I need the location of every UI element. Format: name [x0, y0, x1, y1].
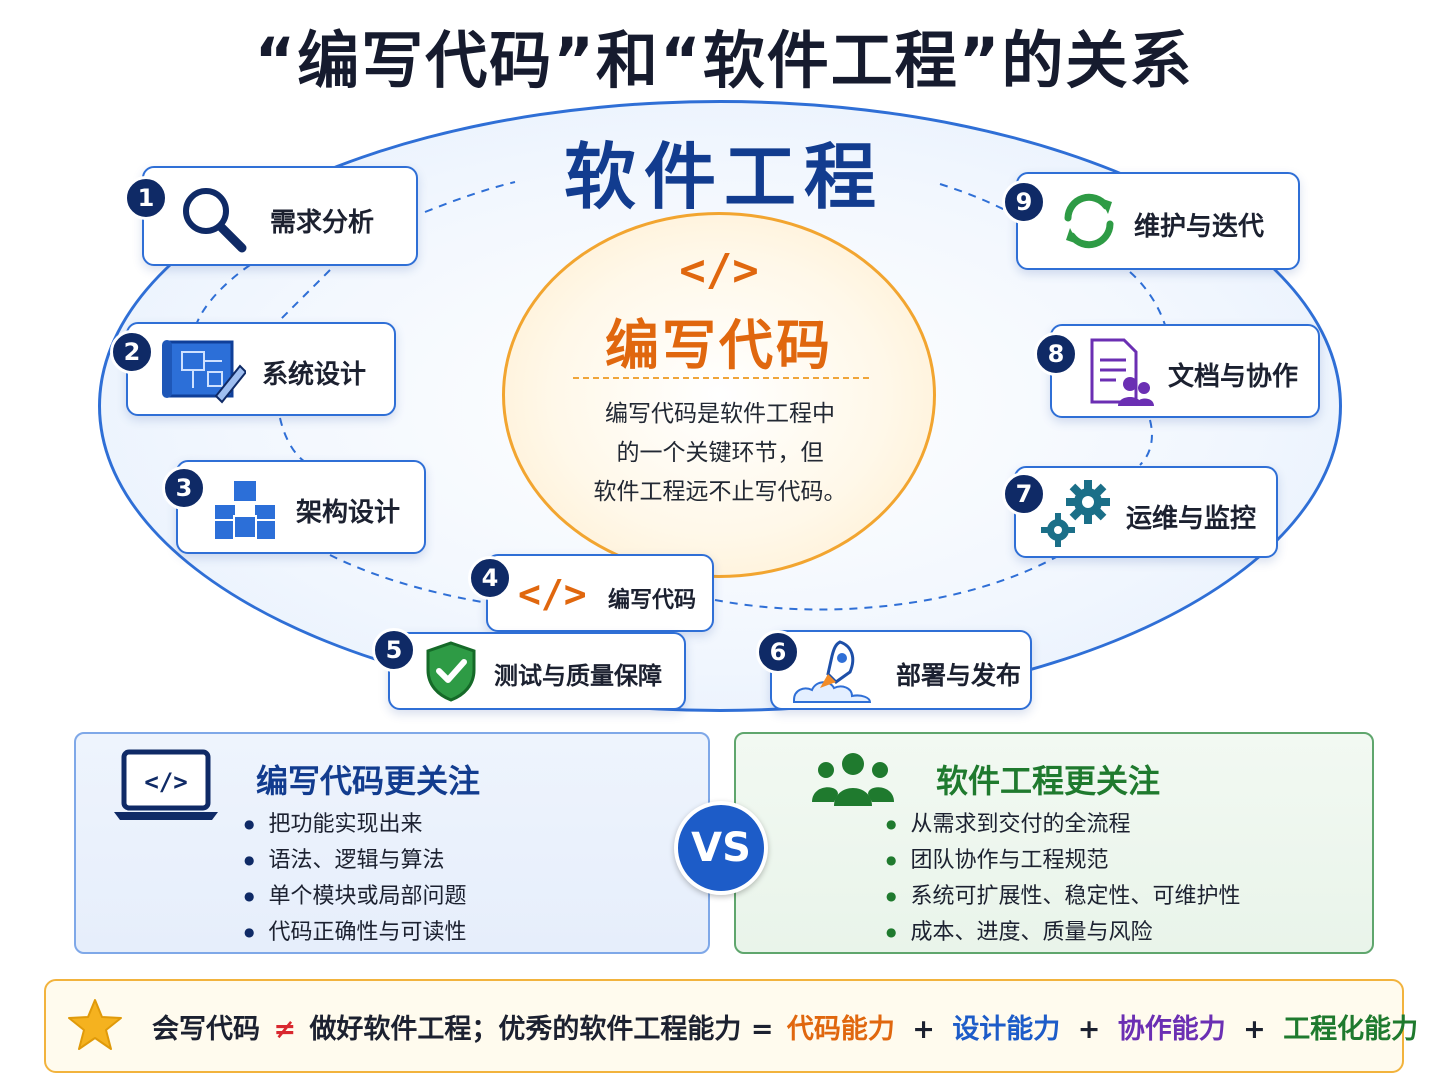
step-number-badge: 2	[110, 330, 154, 374]
step-maintenance-iteration: 维护与迭代	[1016, 172, 1300, 270]
main-title: “编写代码”和“软件工程”的关系	[254, 24, 1194, 97]
step-number-badge: 3	[162, 466, 206, 510]
step-label: 需求分析	[270, 208, 375, 238]
skill-design: 设计能力	[952, 1014, 1061, 1045]
software-engineering-title: 软件工程	[563, 135, 884, 219]
step-label: 系统设计	[262, 360, 367, 390]
coding-focus-panel: </> 编写代码更关注 把功能实现出来 语法、逻辑与算法 单个模块或局部问题 代…	[74, 732, 710, 954]
not-equal-sign: ≠	[273, 1014, 297, 1045]
skill-collaboration: 协作能力	[1117, 1014, 1226, 1045]
step-testing-qa: 测试与质量保障	[388, 632, 686, 710]
svg-text:</>: </>	[144, 768, 187, 796]
list-item: 从需求到交付的全流程	[886, 808, 1241, 844]
team-icon	[812, 752, 894, 812]
step-architecture: 架构设计	[176, 460, 426, 554]
plus-sign: +	[912, 1014, 935, 1045]
software-engineering-focus-title: 软件工程更关注	[936, 762, 1161, 800]
code-symbol-icon: </>	[679, 245, 759, 296]
summary-text: 会写代码 ≠ 做好软件工程；优秀的软件工程能力 = 代码能力 + 设计能力 + …	[152, 1007, 1422, 1046]
step-label: 测试与质量保障	[494, 662, 662, 690]
step-label: 编写代码	[608, 588, 697, 613]
summary-part: 做好软件工程；优秀的软件工程能力 =	[309, 1014, 774, 1045]
step-label: 维护与迭代	[1134, 212, 1265, 242]
step-number-badge: 9	[1002, 180, 1046, 224]
summary-part: 会写代码	[152, 1014, 260, 1045]
step-label: 部署与发布	[896, 661, 1022, 690]
step-number-badge: 4	[468, 556, 512, 600]
step-documentation-collaboration: 文档与协作	[1050, 324, 1320, 418]
plus-sign: +	[1243, 1014, 1266, 1045]
cubes-icon	[210, 476, 280, 546]
step-number-badge: 5	[372, 628, 416, 672]
skill-code: 代码能力	[786, 1014, 895, 1045]
list-item: 系统可扩展性、稳定性、可维护性	[886, 880, 1240, 916]
skill-engineering: 工程化能力	[1283, 1014, 1419, 1045]
step-label: 架构设计	[296, 498, 401, 528]
list-item: 单个模块或局部问题	[244, 880, 466, 916]
description-line: 编写代码是软件工程中	[605, 401, 835, 427]
coding-focus-list: 把功能实现出来 语法、逻辑与算法 单个模块或局部问题 代码正确性与可读性	[244, 808, 467, 952]
list-item: 团队协作与工程规范	[886, 844, 1241, 880]
step-coding: </> 编写代码	[486, 554, 714, 632]
coding-focus-title: 编写代码更关注	[256, 762, 481, 800]
vs-badge: VS	[674, 801, 768, 895]
divider	[573, 377, 869, 379]
document-people-icon	[1086, 336, 1156, 412]
step-deployment: 部署与发布	[770, 630, 1032, 710]
software-engineering-focus-panel: 软件工程更关注 从需求到交付的全流程 团队协作与工程规范 系统可扩展性、稳定性、…	[734, 732, 1374, 954]
step-operations-monitoring: 运维与监控	[1014, 466, 1278, 558]
blueprint-icon	[160, 336, 248, 408]
description-line: 软件工程远不止写代码。	[593, 479, 847, 505]
step-number-badge: 6	[756, 630, 800, 674]
laptop-code-icon: </>	[112, 748, 220, 826]
list-item: 成本、进度、质量与风险	[886, 916, 1241, 952]
step-label: 运维与监控	[1126, 504, 1257, 534]
description-line: 的一个关键环节，但	[616, 440, 824, 466]
step-number-badge: 8	[1034, 332, 1078, 376]
list-item: 把功能实现出来	[244, 808, 467, 844]
step-number-badge: 7	[1002, 472, 1046, 516]
code-icon: </>	[518, 572, 587, 616]
software-engineering-focus-list: 从需求到交付的全流程 团队协作与工程规范 系统可扩展性、稳定性、可维护性 成本、…	[886, 808, 1241, 952]
list-item: 语法、逻辑与算法	[244, 844, 467, 880]
plus-sign: +	[1077, 1014, 1101, 1045]
coding-title: 编写代码	[605, 314, 833, 377]
coding-description: 编写代码是软件工程中 的一个关键环节，但 软件工程远不止写代码。	[545, 395, 895, 512]
gears-icon	[1038, 478, 1116, 554]
coding-center-circle: </> 编写代码 编写代码是软件工程中 的一个关键环节，但 软件工程远不止写代码…	[502, 212, 936, 578]
step-requirements: 需求分析	[142, 166, 418, 266]
rocket-icon	[790, 638, 874, 710]
refresh-icon	[1056, 188, 1122, 258]
magnifier-icon	[178, 184, 250, 258]
star-icon	[66, 997, 124, 1057]
step-number-badge: 1	[124, 176, 168, 220]
step-system-design: 系统设计	[126, 322, 396, 416]
summary-banner: 会写代码 ≠ 做好软件工程；优秀的软件工程能力 = 代码能力 + 设计能力 + …	[44, 979, 1418, 1073]
shield-check-icon	[424, 640, 478, 706]
list-item: 代码正确性与可读性	[244, 916, 466, 952]
step-label: 文档与协作	[1168, 362, 1299, 392]
